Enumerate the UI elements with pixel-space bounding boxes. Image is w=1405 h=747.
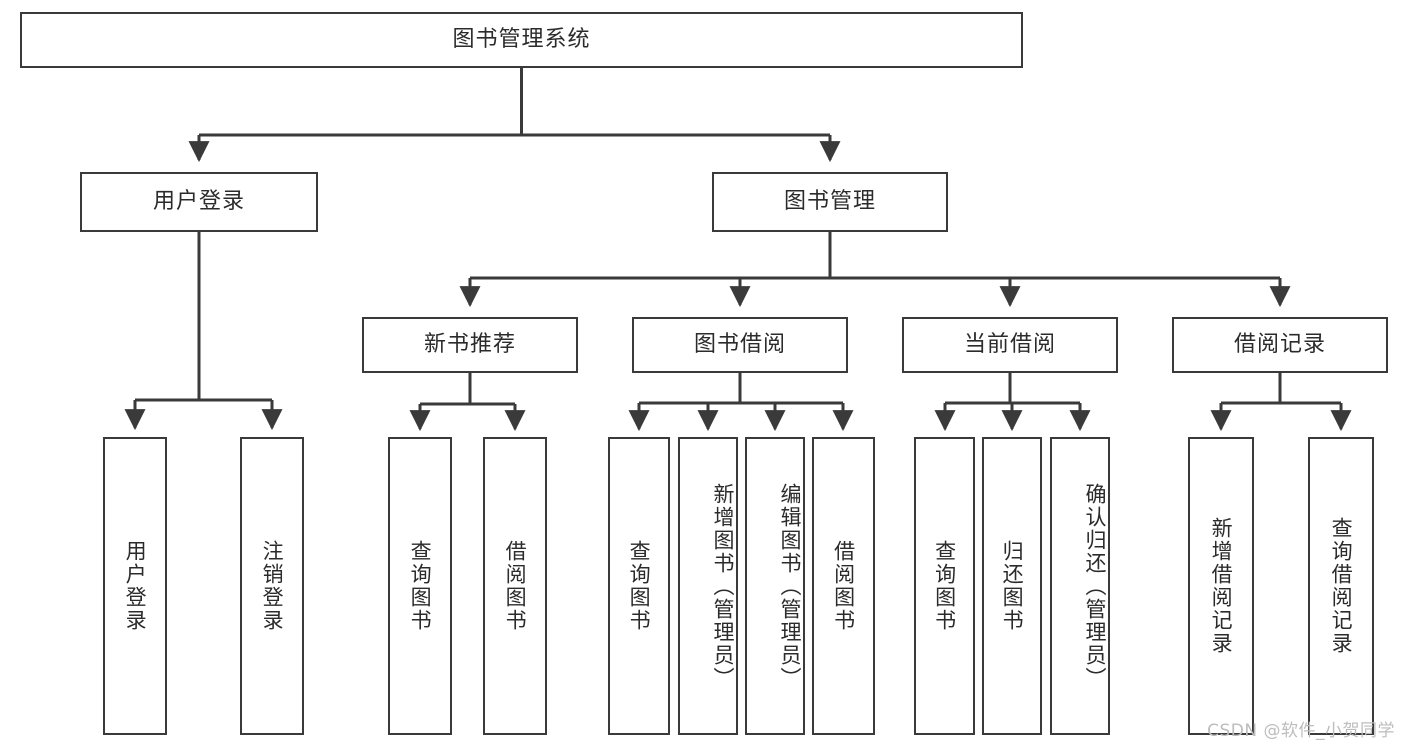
- node-root-label: 图书管理系统: [452, 26, 591, 52]
- leaf-add-book-admin[interactable]: 新增图书（管理员）: [678, 437, 738, 735]
- leaf-query-book-cur-label: 查询图书: [932, 540, 957, 632]
- node-user-login-label: 用户登录: [152, 188, 245, 214]
- node-book-borrow[interactable]: 图书借阅: [632, 317, 848, 373]
- leaf-query-book-cur[interactable]: 查询图书: [914, 437, 975, 735]
- leaf-add-book-admin-label: 新增图书（管理员）: [711, 482, 735, 690]
- node-root[interactable]: 图书管理系统: [20, 12, 1023, 68]
- leaf-logout[interactable]: 注销登录: [240, 437, 304, 735]
- node-book-manage-label: 图书管理: [783, 188, 876, 214]
- leaf-user-login[interactable]: 用户登录: [103, 437, 167, 735]
- leaf-borrow-book-rec[interactable]: 借阅图书: [483, 437, 547, 735]
- leaf-borrow-book-rec-label: 借阅图书: [503, 540, 528, 632]
- leaf-user-login-label: 用户登录: [123, 540, 148, 632]
- node-borrow-record-label: 借阅记录: [1233, 331, 1326, 357]
- leaf-query-book-rec-label: 查询图书: [408, 540, 433, 632]
- leaf-logout-label: 注销登录: [260, 540, 285, 632]
- leaf-add-borrow-record[interactable]: 新增借阅记录: [1188, 437, 1254, 735]
- node-book-borrow-label: 图书借阅: [693, 331, 786, 357]
- node-user-login[interactable]: 用户登录: [80, 172, 318, 232]
- leaf-confirm-return-admin[interactable]: 确认归还（管理员）: [1050, 437, 1110, 735]
- node-current-borrow[interactable]: 当前借阅: [902, 317, 1118, 373]
- leaf-add-borrow-record-label: 新增借阅记录: [1209, 517, 1234, 655]
- watermark: CSDN @软件_小贺同学: [1207, 721, 1395, 741]
- leaf-confirm-return-admin-label: 确认归还（管理员）: [1083, 482, 1107, 690]
- node-new-book-rec-label: 新书推荐: [423, 331, 516, 357]
- node-book-manage[interactable]: 图书管理: [712, 172, 948, 232]
- leaf-borrow-book-label: 借阅图书: [831, 540, 856, 632]
- leaf-query-book-rec[interactable]: 查询图书: [388, 437, 452, 735]
- leaf-edit-book-admin[interactable]: 编辑图书（管理员）: [745, 437, 805, 735]
- leaf-borrow-book[interactable]: 借阅图书: [812, 437, 875, 735]
- leaf-query-book-borrow-label: 查询图书: [627, 540, 652, 632]
- node-current-borrow-label: 当前借阅: [963, 331, 1056, 357]
- leaf-return-book-label: 归还图书: [1000, 540, 1025, 632]
- leaf-query-borrow-record-label: 查询借阅记录: [1329, 517, 1354, 655]
- leaf-return-book[interactable]: 归还图书: [982, 437, 1042, 735]
- node-new-book-rec[interactable]: 新书推荐: [362, 317, 578, 373]
- leaf-query-book-borrow[interactable]: 查询图书: [608, 437, 670, 735]
- node-borrow-record[interactable]: 借阅记录: [1172, 317, 1388, 373]
- leaf-edit-book-admin-label: 编辑图书（管理员）: [778, 482, 802, 690]
- leaf-query-borrow-record[interactable]: 查询借阅记录: [1308, 437, 1374, 735]
